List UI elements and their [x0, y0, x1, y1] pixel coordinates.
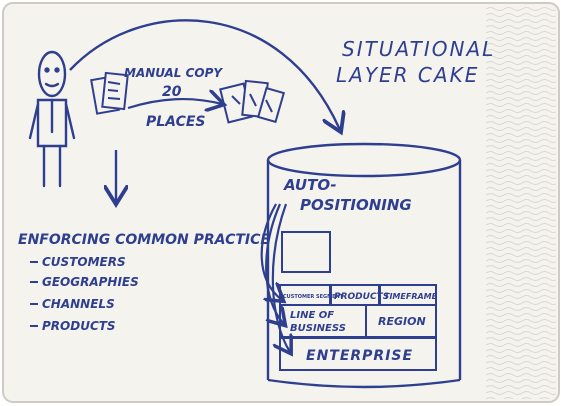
cake-label-line-of-business-1: LINE OF: [290, 310, 334, 321]
stick-figure: [28, 50, 76, 188]
practice-item-customers: CUSTOMERS: [42, 255, 126, 269]
manual-copy-count: 20: [162, 84, 182, 100]
arrow-figure-to-documents: [69, 19, 340, 130]
cake-label-timeframe: TIMEFRAME: [384, 292, 438, 301]
title-line-2: LAYER CAKE: [336, 63, 479, 87]
cake-cylinder: [266, 142, 462, 389]
napkin-fold-edge: [486, 6, 556, 399]
manual-copy-label: MANUAL COPY: [124, 66, 223, 80]
title-line-1: SITUATIONAL: [342, 37, 495, 61]
practice-item-channels: CHANNELS: [42, 297, 115, 311]
arrow-manual-copy: [127, 99, 222, 108]
cake-label-products: PRODUCTS: [334, 292, 389, 302]
practice-item-geographies: GEOGRAPHIES: [42, 275, 139, 289]
auto-positioning-line-2: POSITIONING: [300, 196, 412, 214]
practice-item-products: PRODUCTS: [42, 319, 116, 333]
cake-label-region: REGION: [378, 315, 426, 328]
document-stack-left: [90, 71, 129, 115]
practice-bullets: [30, 261, 38, 327]
auto-positioning-curves: [260, 203, 290, 352]
manual-copy-places: PLACES: [146, 114, 206, 130]
napkin-sheet: [2, 2, 560, 403]
cake-label-customer-segment: CUSTOMER SEGMENT: [283, 294, 344, 300]
cake-label-enterprise: ENTERPRISE: [306, 348, 413, 364]
cake-label-line-of-business-2: BUSINESS: [290, 323, 346, 334]
document-stack-right: [219, 79, 286, 124]
enforcing-title: ENFORCING COMMON PRACTICE: [18, 232, 270, 248]
auto-positioning-line-1: AUTO-: [283, 176, 337, 194]
